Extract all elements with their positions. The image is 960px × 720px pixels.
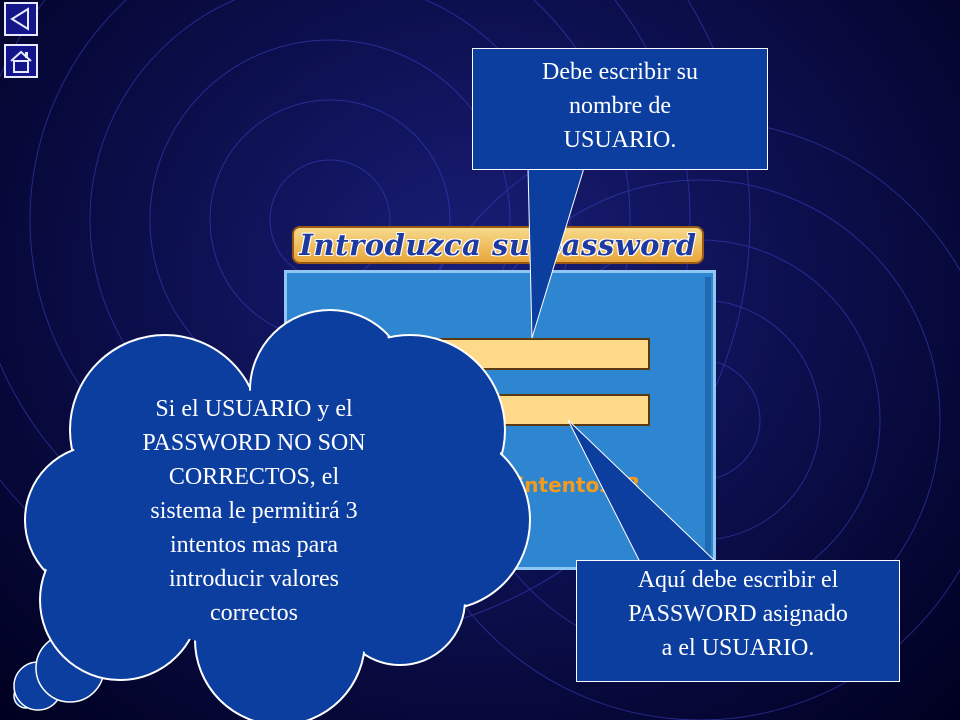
triangle-left-icon [10, 7, 29, 31]
cloud-line: CORRECTOS, el [168, 464, 340, 490]
callout-line: USUARIO. [563, 127, 677, 153]
panel-scrollbar[interactable] [705, 277, 711, 563]
callout-line: Aquí debe escribir el [637, 567, 839, 593]
house-icon [10, 50, 32, 73]
callout-line: a el USUARIO. [661, 635, 815, 661]
home-button[interactable] [4, 44, 38, 78]
login-window-title: Introduzca su password [292, 226, 704, 264]
callout-line: Debe escribir su [542, 59, 698, 85]
cloud-line: intentos mas para [170, 532, 338, 558]
cloud-line: PASSWORD NO SON [142, 430, 366, 456]
username-callout: Debe escribir su nombre de USUARIO. [472, 48, 768, 170]
thought-cloud-message: Si el USUARIO y el PASSWORD NO SON CORRE… [84, 392, 424, 630]
cloud-line: introducir valores [169, 566, 339, 592]
cloud-line: Si el USUARIO y el [155, 396, 353, 422]
callout-line: PASSWORD asignado [628, 601, 848, 627]
callout-line: nombre de [569, 93, 671, 119]
password-callout: Aquí debe escribir el PASSWORD asignado … [576, 560, 900, 682]
cloud-line: correctos [210, 600, 298, 626]
cloud-line: sistema le permitirá 3 [150, 498, 358, 524]
back-button[interactable] [4, 2, 38, 36]
